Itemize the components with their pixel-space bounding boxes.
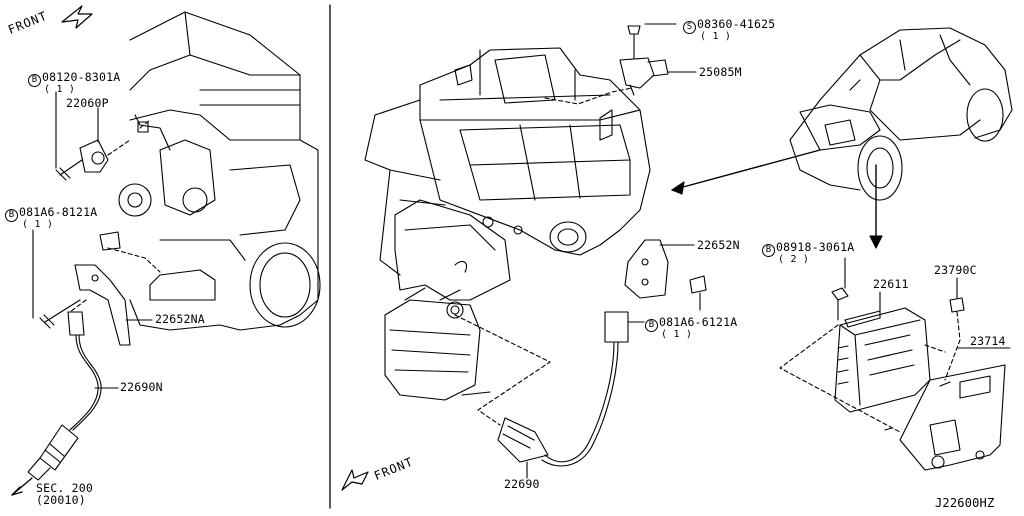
engine-block-center [364,47,651,276]
sensor-25085m [619,23,697,96]
front-arrow-bottom-icon [341,469,369,491]
vehicle-outline [789,27,1013,201]
callout-prefix-b: B [5,209,18,222]
callout-prefix-s: S [683,21,696,34]
callout-22611: 22611 [873,277,909,291]
part-number: 081A6-8121A [19,205,98,219]
engine-block-left [118,11,321,331]
section-ref-line1: SEC. 200 [36,481,93,495]
ecm-unit-22611 [834,291,931,413]
knock-sensor-22060p [55,119,151,181]
part-number: 08120-8301A [42,70,121,84]
callout-prefix-b: B [645,319,658,332]
bracket-22652na [39,231,161,346]
callout-22652na: 22652NA [155,312,205,326]
callout-prefix-b: B [762,244,775,257]
bracket-23714 [899,347,1011,471]
callout-22060p: 22060P [66,96,109,110]
o2-sensor-22690n [11,311,102,496]
section-ref-line2: (20010) [36,493,86,507]
part-number: 081A6-6121A [659,315,738,329]
callout-qty: ( 1 ) [700,31,732,42]
callout-23790c: 23790C [934,263,977,277]
callout-22690: 22690 [504,477,540,491]
assembly-lines-center [454,87,633,426]
callout-22690n: 22690N [120,380,163,394]
section-reference: SEC. 200 (20010) [36,482,93,506]
part-number: 08360-41625 [697,17,776,31]
part-number: 08918-3061A [776,240,855,254]
callout-23714: 23714 [970,334,1006,348]
callout-qty: ( 1 ) [22,219,54,230]
callout-qty: ( 1 ) [661,329,693,340]
bracket-22652n [624,239,707,311]
diagram-code: J22600HZ [935,496,995,510]
vehicle-pointer-arrow-icon [671,149,883,249]
callout-22652n: 22652N [697,238,740,252]
assembly-lines-right [779,311,961,433]
leaders-left [32,91,153,389]
exhaust-manifold-catalyst [384,199,511,401]
o2-sensor-22690 [497,311,645,479]
fasteners-right [831,257,965,431]
callout-qty: ( 1 ) [44,84,76,95]
callout-prefix-b: B [28,74,41,87]
callout-qty: ( 2 ) [778,254,810,265]
front-arrow-top-icon [61,5,93,29]
callout-25085m: 25085M [699,65,742,79]
